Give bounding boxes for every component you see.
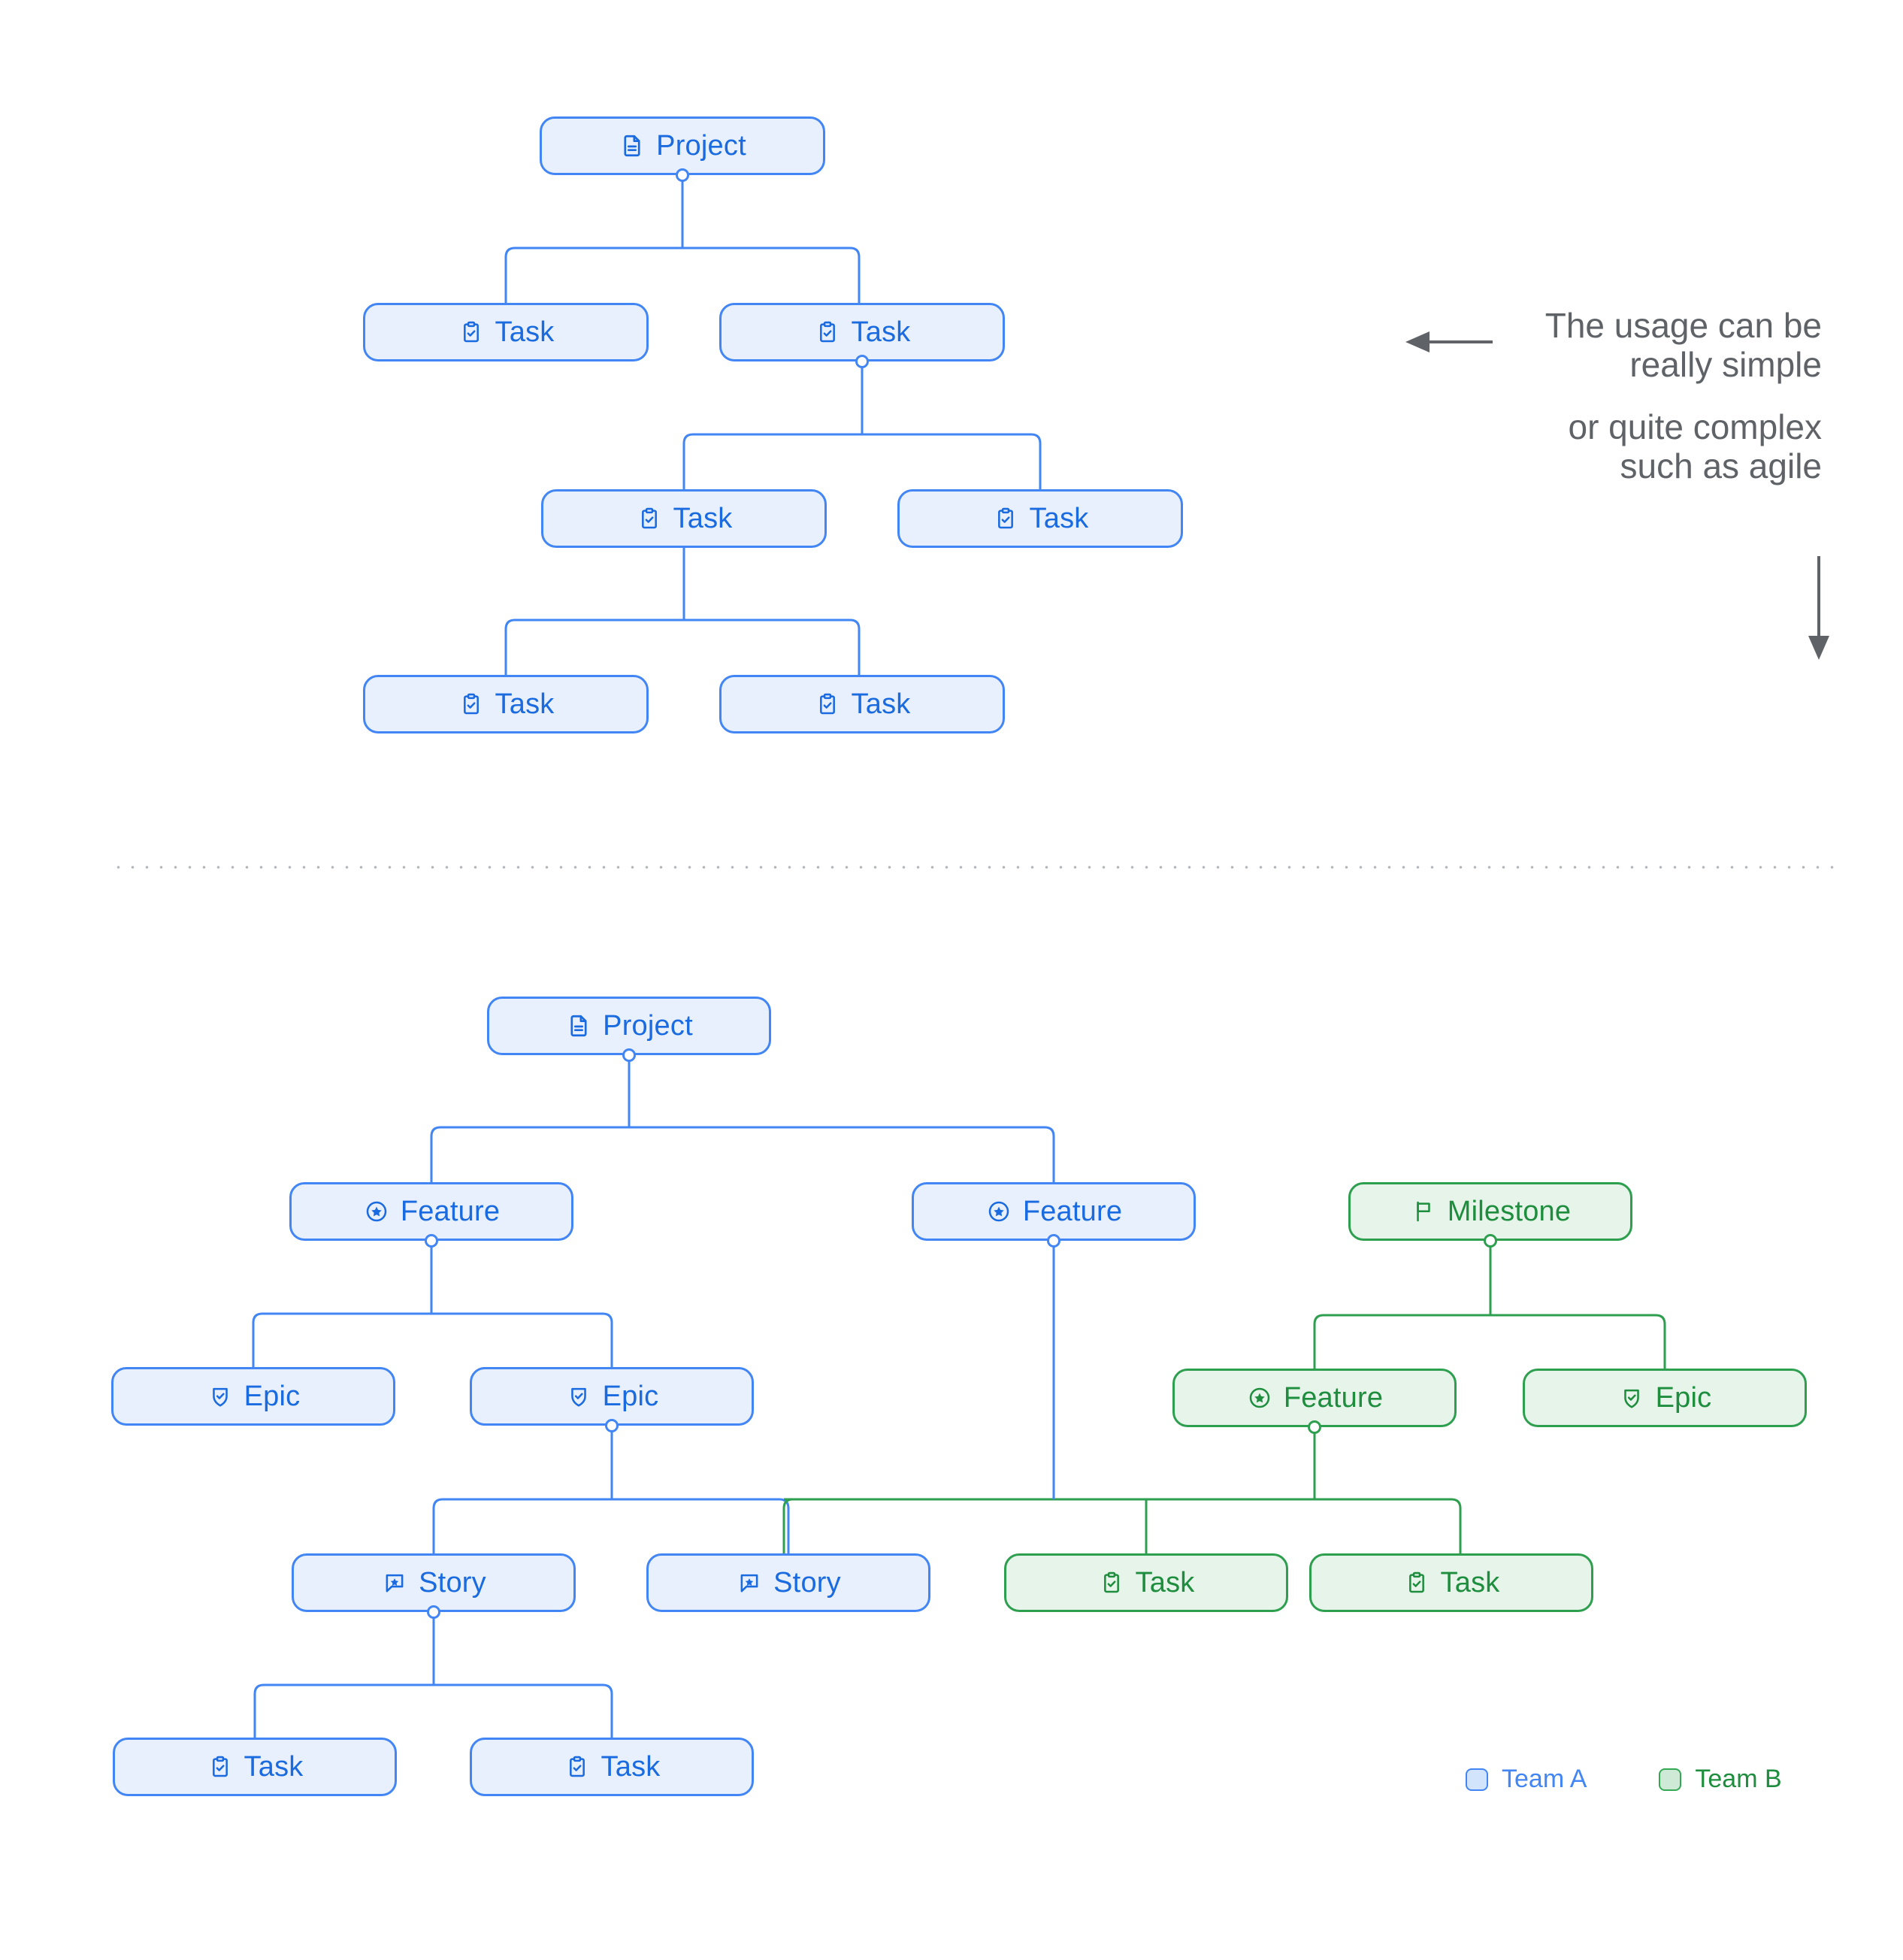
story-icon xyxy=(736,1569,763,1596)
node-feature[interactable]: Feature xyxy=(289,1182,573,1241)
node-project[interactable]: Project xyxy=(487,997,771,1055)
node-task[interactable]: Task xyxy=(897,489,1183,548)
node-label: Epic xyxy=(244,1381,301,1412)
task-icon xyxy=(814,691,841,718)
connector-port xyxy=(1308,1420,1321,1434)
connector-port xyxy=(605,1419,619,1432)
annotation-paragraph-1: The usage can be really simple xyxy=(1469,306,1822,384)
task-icon xyxy=(1403,1569,1430,1596)
node-task[interactable]: Task xyxy=(719,675,1005,733)
arrow-down-icon xyxy=(1804,556,1834,661)
node-label: Epic xyxy=(1655,1382,1712,1414)
task-icon xyxy=(1098,1569,1125,1596)
connector-port xyxy=(425,1234,438,1248)
node-story[interactable]: Story xyxy=(292,1553,576,1612)
feature-icon xyxy=(363,1198,390,1225)
arrow-left-icon xyxy=(1404,328,1494,355)
node-feature[interactable]: Feature xyxy=(912,1182,1196,1241)
annotation-line-2: really simple xyxy=(1629,344,1822,384)
legend-swatch-icon xyxy=(1659,1768,1682,1791)
connector-port xyxy=(427,1605,440,1619)
node-task[interactable]: Task xyxy=(719,303,1005,361)
node-label: Feature xyxy=(1022,1196,1123,1227)
annotation-line-1: The usage can be xyxy=(1544,306,1822,345)
task-icon xyxy=(636,505,663,532)
legend-swatch-icon xyxy=(1466,1768,1488,1791)
node-label: Task xyxy=(601,1751,661,1783)
node-story[interactable]: Story xyxy=(646,1553,930,1612)
node-label: Task xyxy=(851,316,911,348)
connector-port xyxy=(1484,1234,1497,1248)
node-task[interactable]: Task xyxy=(363,675,649,733)
node-epic[interactable]: Epic xyxy=(470,1367,754,1426)
node-task[interactable]: Task xyxy=(1004,1553,1288,1612)
epic-icon xyxy=(565,1383,592,1410)
node-task[interactable]: Task xyxy=(363,303,649,361)
legend-label: Team B xyxy=(1695,1765,1782,1793)
epic-icon xyxy=(1618,1384,1645,1411)
node-task[interactable]: Task xyxy=(541,489,827,548)
connector-port xyxy=(1047,1234,1060,1248)
node-project[interactable]: Project xyxy=(540,116,825,175)
connector-port xyxy=(676,168,689,182)
document-icon xyxy=(565,1012,592,1039)
node-label: Feature xyxy=(1283,1382,1384,1414)
document-icon xyxy=(619,132,646,159)
task-icon xyxy=(992,505,1019,532)
node-label: Task xyxy=(495,688,555,720)
task-icon xyxy=(564,1753,591,1780)
legend-item-team-b[interactable]: Team B xyxy=(1659,1765,1782,1794)
node-label: Milestone xyxy=(1447,1196,1572,1227)
node-label: Task xyxy=(244,1751,304,1783)
annotation-line-3: or quite complex xyxy=(1568,407,1823,447)
task-icon xyxy=(207,1753,234,1780)
node-label: Epic xyxy=(602,1381,659,1412)
node-task[interactable]: Task xyxy=(470,1738,754,1796)
story-icon xyxy=(381,1569,408,1596)
connector-port xyxy=(622,1048,636,1062)
task-icon xyxy=(458,691,485,718)
node-label: Project xyxy=(603,1010,693,1042)
feature-icon xyxy=(1246,1384,1273,1411)
legend-label: Team A xyxy=(1502,1765,1587,1793)
node-label: Task xyxy=(851,688,911,720)
annotation-paragraph-2: or quite complex such as agile xyxy=(1469,407,1823,485)
node-label: Task xyxy=(495,316,555,348)
node-label: Task xyxy=(673,503,733,534)
connector-port xyxy=(855,355,869,368)
node-label: Feature xyxy=(400,1196,501,1227)
node-label: Task xyxy=(1135,1567,1195,1599)
annotation-line-4: such as agile xyxy=(1620,446,1823,485)
node-label: Task xyxy=(1440,1567,1500,1599)
node-label: Story xyxy=(419,1567,486,1599)
node-task[interactable]: Task xyxy=(113,1738,397,1796)
node-milestone[interactable]: Milestone xyxy=(1348,1182,1632,1241)
milestone-icon xyxy=(1410,1198,1437,1225)
annotation-text: The usage can be really simple or quite … xyxy=(1469,306,1823,485)
node-label: Project xyxy=(656,130,746,162)
legend: Team A Team B xyxy=(1466,1765,1782,1794)
node-label: Task xyxy=(1029,503,1089,534)
node-epic[interactable]: Epic xyxy=(111,1367,395,1426)
node-label: Story xyxy=(773,1567,841,1599)
legend-item-team-a[interactable]: Team A xyxy=(1466,1765,1587,1794)
task-icon xyxy=(814,319,841,346)
node-feature[interactable]: Feature xyxy=(1172,1369,1457,1427)
task-icon xyxy=(458,319,485,346)
feature-icon xyxy=(985,1198,1012,1225)
section-divider xyxy=(111,866,1843,869)
epic-icon xyxy=(207,1383,234,1410)
node-epic[interactable]: Epic xyxy=(1523,1369,1807,1427)
node-task[interactable]: Task xyxy=(1309,1553,1593,1612)
